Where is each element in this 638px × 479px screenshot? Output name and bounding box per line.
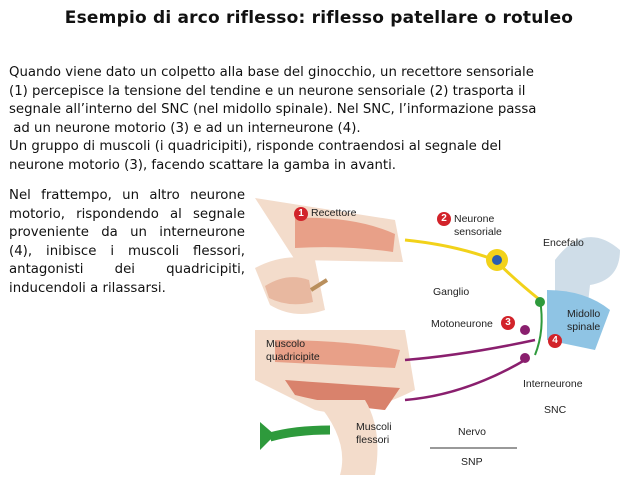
label-neurone-sensoriale: Neurone: [454, 213, 495, 225]
intro-line: Un gruppo di muscoli (i quadricipiti), r…: [9, 139, 502, 154]
intro-line: Quando viene dato un colpetto alla base …: [9, 65, 534, 80]
flexor-muscles: [285, 380, 400, 410]
label-snc: SNC: [544, 404, 567, 416]
motoneuron-body: [520, 325, 530, 335]
label-midollo-2: spinale: [567, 321, 601, 333]
upper-quadriceps: [295, 217, 395, 252]
lower-leg-skin: [315, 400, 378, 475]
slide-title: Esempio di arco riflesso: riflesso patel…: [64, 8, 574, 28]
kick-arrow-head: [260, 422, 275, 450]
label-interneurone: Interneurone: [523, 378, 583, 390]
sensory-neuron-path: [404, 238, 541, 302]
reflex-arc-figure: 1 Recettore 2 Neurone sensoriale Encefal…: [255, 190, 635, 475]
label-muscolo-2: quadricipite: [266, 351, 320, 363]
second-motor-neuron-path: [404, 358, 526, 402]
label-neurone-sensoriale-2: sensoriale: [454, 226, 502, 238]
intro-line: ad un neurone motorio (3) e ad un intern…: [9, 120, 361, 136]
lower-quadriceps: [275, 340, 400, 368]
reflex-hammer: [309, 278, 329, 292]
label-encefalo: Encefalo: [543, 237, 584, 249]
label-muscolo: Muscolo: [266, 338, 306, 350]
marker-4: 4: [548, 334, 562, 348]
label-snp: SNP: [461, 456, 483, 468]
label-muscoli-2: flessori: [356, 434, 390, 446]
marker-3: 3: [501, 316, 515, 330]
reflex-arc-illustration: [255, 198, 620, 475]
intro-line: (1) percepisce la tensione del tendine e…: [9, 83, 526, 99]
interneuron-body: [535, 297, 545, 307]
label-nervo: Nervo: [458, 426, 487, 438]
intro-line: neurone motorio (3), facendo scattare la…: [9, 157, 397, 173]
motor-neuron-path: [404, 338, 536, 362]
marker-1: 1: [294, 207, 308, 221]
side-paragraph: Nel frattempo, un altro neurone motorio,…: [9, 188, 245, 296]
label-motoneurone: Motoneurone: [431, 318, 493, 330]
second-motoneuron-body: [520, 353, 530, 363]
intro-paragraph: Quando viene dato un colpetto alla base …: [9, 64, 627, 175]
label-midollo: Midollo: [567, 308, 601, 320]
upper-patella: [265, 277, 313, 305]
marker-2: 2: [437, 212, 451, 226]
ganglion-nucleus: [492, 255, 502, 265]
intro-line: segnale all’interno del SNC (nel midollo…: [9, 102, 537, 117]
interneuron-path: [534, 299, 543, 356]
label-muscoli: Muscoli: [356, 421, 392, 433]
kick-arrow-body: [268, 425, 331, 442]
label-recettore: Recettore: [311, 207, 357, 219]
label-ganglio: Ganglio: [433, 286, 470, 298]
spinal-cord: [547, 290, 610, 350]
